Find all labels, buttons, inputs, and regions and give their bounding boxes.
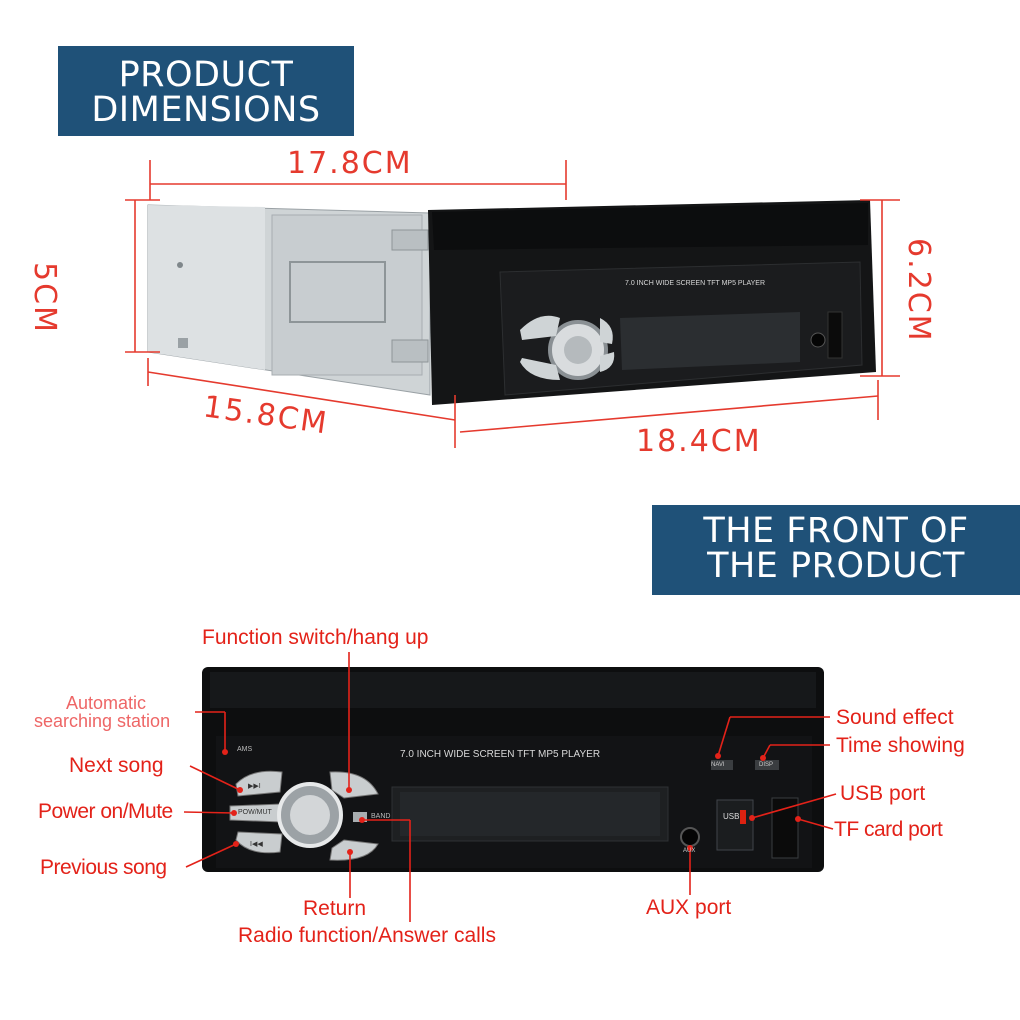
navi-button-label: NAVI [711, 762, 725, 768]
banner-line-1: PRODUCT [118, 55, 294, 95]
callout-auto-search-line1: Automatic [66, 693, 147, 713]
callout-function-switch: Function switch/hang up [202, 626, 429, 649]
disp-button-label: DISP [759, 762, 774, 768]
callout-previous-song: Previous song [40, 856, 167, 879]
product-front-banner: THE FRONT OF THE PRODUCT [652, 505, 1020, 595]
svg-text:7.0 INCH WIDE SCREEN TFT MP5: 7.0 INCH WIDE SCREEN TFT MP5 PLAYER [625, 280, 765, 287]
callout-usb-port: USB port [840, 782, 926, 805]
screen-label: 7.0 INCH WIDE SCREEN TFT MP5 PLAYER [400, 749, 601, 760]
dimension-width-top: 17.8CM [287, 146, 413, 181]
ams-button-label: AMS [237, 746, 253, 753]
callout-power-mute: Power on/Mute [38, 800, 173, 823]
next-button-label: ▶▶I [248, 783, 261, 790]
aux-port-label: AUX [683, 848, 696, 854]
usb-port-label: USB [723, 812, 740, 821]
callout-return: Return [303, 897, 367, 920]
product-dimensions-banner: PRODUCT DIMENSIONS [58, 46, 354, 136]
prev-button-label: I◀◀ [250, 841, 263, 848]
callout-tf-card-port: TF card port [834, 818, 943, 841]
band-button-label: BAND [371, 813, 391, 820]
callout-time-showing: Time showing [836, 734, 965, 757]
banner-line-2: THE PRODUCT [707, 546, 965, 586]
power-button-label: POW/MUT [238, 809, 272, 816]
dimension-front-width: 18.4CM [636, 424, 762, 459]
banner-line-1: THE FRONT OF [703, 511, 969, 551]
callout-next-song: Next song [69, 754, 164, 777]
callout-radio-function: Radio function/Answer calls [238, 924, 496, 947]
callout-auto-search-line2: searching station [34, 711, 171, 731]
banner-line-2: DIMENSIONS [91, 90, 321, 130]
callout-sound-effect: Sound effect [836, 706, 954, 729]
callout-aux-port: AUX port [646, 896, 732, 919]
